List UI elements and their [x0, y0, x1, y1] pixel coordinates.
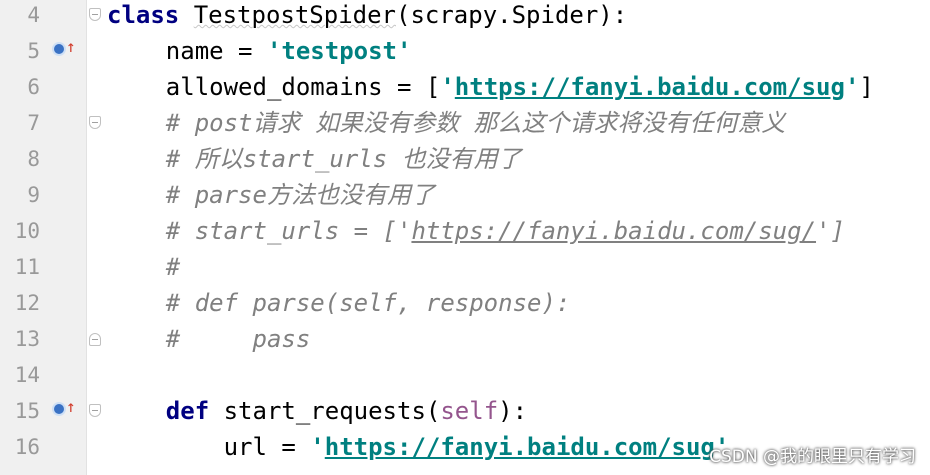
override-marker-icon[interactable] [54, 404, 64, 414]
code-text: def start_requests(self): [165, 397, 528, 425]
line-number-gutter [0, 0, 87, 475]
line-number: 4 [27, 3, 40, 27]
code-line[interactable]: 16 url = 'https://fanyi.baidu.com/sug' [0, 429, 930, 465]
comment-text: # parse方法也没有用了 [108, 181, 435, 209]
code-line[interactable]: 6 allowed_domains = ['https://fanyi.baid… [0, 69, 930, 105]
line-number: 5 [27, 39, 40, 63]
line-number: 12 [14, 291, 40, 315]
fold-icon[interactable] [89, 404, 101, 417]
code-text: url = 'https://fanyi.baidu.com/sug' [108, 433, 730, 461]
code-line[interactable]: 7 # post请求 如果没有参数 那么这个请求将没有任何意义 [0, 105, 930, 141]
code-line[interactable]: 5 ↑ name = 'testpost' [0, 33, 930, 69]
code-line[interactable]: 8 # 所以start_urls 也没有用了 [0, 141, 930, 177]
url-link: https://fanyi.baidu.com/sug [324, 433, 715, 461]
code-text: name = 'testpost' [108, 37, 412, 65]
line-number: 9 [27, 183, 40, 207]
url-link: https://fanyi.baidu.com/sug/ [411, 217, 817, 245]
line-number: 15 [14, 399, 40, 423]
line-number: 8 [27, 147, 40, 171]
url-link: https://fanyi.baidu.com/sug [454, 73, 845, 101]
code-line[interactable]: 12 # def parse(self, response): [0, 285, 930, 321]
fold-icon[interactable] [89, 116, 101, 129]
line-number: 14 [14, 363, 40, 387]
code-text: allowed_domains = ['https://fanyi.baidu.… [108, 73, 874, 101]
comment-text: # pass [108, 325, 311, 353]
code-line[interactable]: 15 ↑ def start_requests(self): [0, 393, 930, 429]
code-line[interactable]: 13 # pass [0, 321, 930, 357]
code-line[interactable]: 11 # [0, 249, 930, 285]
comment-text: # 所以start_urls 也没有用了 [108, 145, 522, 173]
line-number: 13 [14, 327, 40, 351]
fold-icon[interactable] [89, 8, 101, 21]
up-arrow-icon: ↑ [66, 397, 76, 416]
code-line[interactable]: 4 class TestpostSpider(scrapy.Spider): [0, 0, 930, 33]
up-arrow-icon: ↑ [66, 37, 76, 56]
line-number: 6 [27, 75, 40, 99]
comment-text: # [108, 253, 181, 281]
line-number: 10 [14, 219, 40, 243]
code-line[interactable]: 9 # parse方法也没有用了 [0, 177, 930, 213]
line-number: 11 [14, 255, 40, 279]
comment-text: # def parse(self, response): [108, 289, 571, 317]
code-line[interactable]: 14 [0, 357, 930, 393]
line-number: 16 [14, 435, 40, 459]
watermark: CSDN @我的眼里只有学习 [709, 447, 916, 467]
code-text: class TestpostSpider(scrapy.Spider): [107, 1, 628, 29]
override-marker-icon[interactable] [54, 44, 64, 54]
fold-end-icon[interactable] [89, 333, 101, 346]
line-number: 7 [27, 111, 40, 135]
code-line[interactable]: 10 # start_urls = ['https://fanyi.baidu.… [0, 213, 930, 249]
comment-text: # post请求 如果没有参数 那么这个请求将没有任何意义 [108, 109, 786, 137]
comment-text: # start_urls = ['https://fanyi.baidu.com… [108, 217, 845, 245]
